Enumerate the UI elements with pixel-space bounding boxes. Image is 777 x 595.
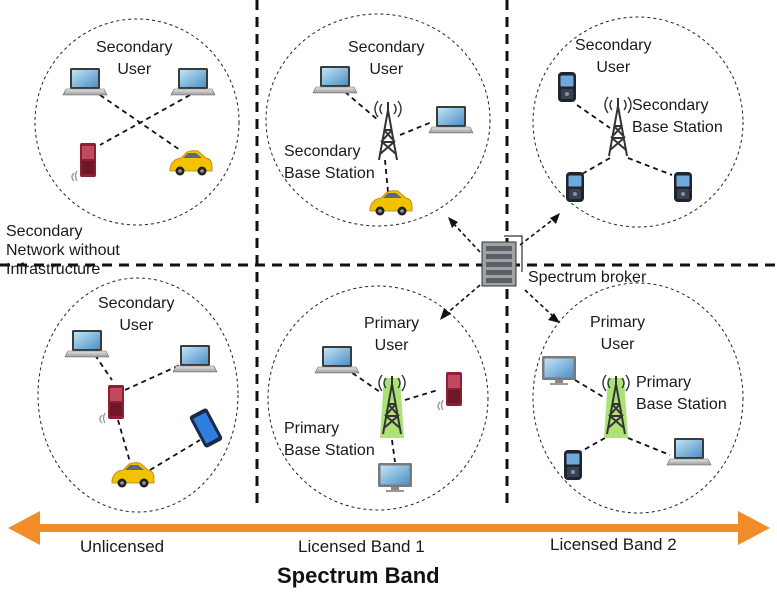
label-line: Infrastructure [6, 261, 101, 278]
label-bottom-left-user: Secondary User [98, 293, 175, 337]
label-line: User [119, 317, 154, 334]
smartphone-icon [566, 172, 584, 202]
spectrum-broker-server-icon [481, 235, 523, 287]
links-bottom-left [94, 354, 201, 471]
label-bottom-right-user: Primary User [590, 312, 645, 356]
label-line: User [600, 336, 635, 353]
label-line: Primary [590, 314, 646, 331]
label-line: Secondary [348, 39, 425, 56]
label-top-mid-station: Secondary Base Station [284, 141, 375, 185]
links-bottom-mid [344, 367, 439, 463]
smartphone-icon [558, 72, 576, 102]
label-line: Network without [6, 242, 120, 259]
label-line: Secondary [284, 143, 361, 160]
label-top-right-user: Secondary User [575, 35, 652, 79]
label-line: User [596, 59, 631, 76]
smartphone-icon [564, 450, 582, 480]
links-top-right [576, 104, 673, 176]
band-label-licensed-1: Licensed Band 1 [298, 537, 425, 556]
smartphone-icon [674, 172, 692, 202]
label-line: Base Station [284, 165, 375, 182]
spectrum-band-arrow [8, 511, 770, 545]
label-top-left-user: Secondary User [96, 37, 173, 81]
label-line: Secondary [98, 295, 175, 312]
broker-arrows [440, 213, 560, 323]
label-line: Secondary [96, 39, 173, 56]
band-label-unlicensed: Unlicensed [80, 537, 165, 556]
label-bottom-right-station: Primary Base Station [636, 372, 727, 416]
label-bottom-mid-station: Primary Base Station [284, 418, 375, 462]
band-label-licensed-2: Licensed Band 2 [550, 535, 677, 554]
label-line: Secondary [575, 37, 652, 54]
label-network-without-infrastructure: Secondary Network without Infrastructure [6, 222, 120, 279]
links-top-left [99, 94, 191, 151]
label-line: Secondary [6, 223, 83, 240]
label-top-right-station: Secondary Base Station [632, 95, 723, 139]
label-line: Secondary [632, 97, 709, 114]
label-line: Base Station [632, 119, 723, 136]
label-line: User [374, 337, 409, 354]
spectrum-band-title: Spectrum Band [277, 563, 440, 588]
cell-circle-bottom-mid [267, 285, 489, 511]
label-line: User [117, 61, 152, 78]
label-line: User [369, 61, 404, 78]
label-top-mid-user: Secondary User [348, 37, 425, 81]
label-spectrum-broker: Spectrum broker [528, 269, 647, 286]
label-line: Base Station [636, 396, 727, 413]
links-top-mid [344, 91, 433, 193]
label-line: Base Station [284, 442, 375, 459]
label-line: Primary [364, 315, 420, 332]
links-bottom-right [574, 379, 671, 456]
label-bottom-mid-user: Primary User [364, 313, 419, 357]
label-line: Primary [636, 374, 692, 391]
label-line: Primary [284, 420, 340, 437]
